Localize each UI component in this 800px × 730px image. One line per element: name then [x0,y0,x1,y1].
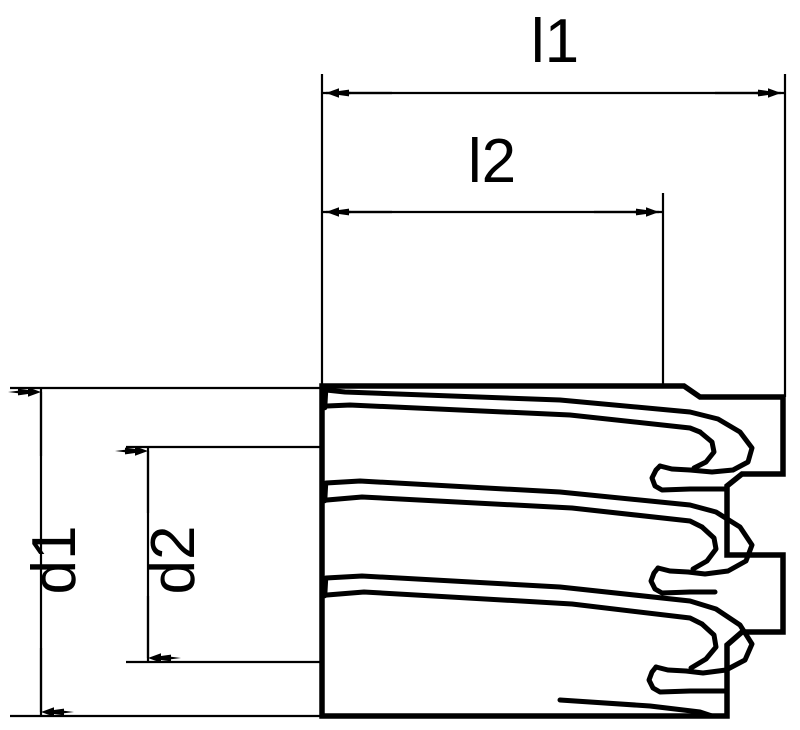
dimension-label-d2: d2 [139,526,208,595]
flute-2 [322,463,755,577]
flute-3 [322,565,755,676]
flute-1 [322,387,755,475]
dimension-label-l2: l2 [468,127,516,196]
dimension-d2: d2 [115,445,322,664]
dimension-d1: d1 [8,386,322,718]
dimension-label-d1: d1 [20,526,89,595]
dimension-l1: l1 [320,7,787,397]
cutter-body-outline [319,383,786,719]
dimension-l2: l2 [322,127,665,386]
dimension-label-l1: l1 [531,7,579,76]
flute-4 [557,664,730,719]
